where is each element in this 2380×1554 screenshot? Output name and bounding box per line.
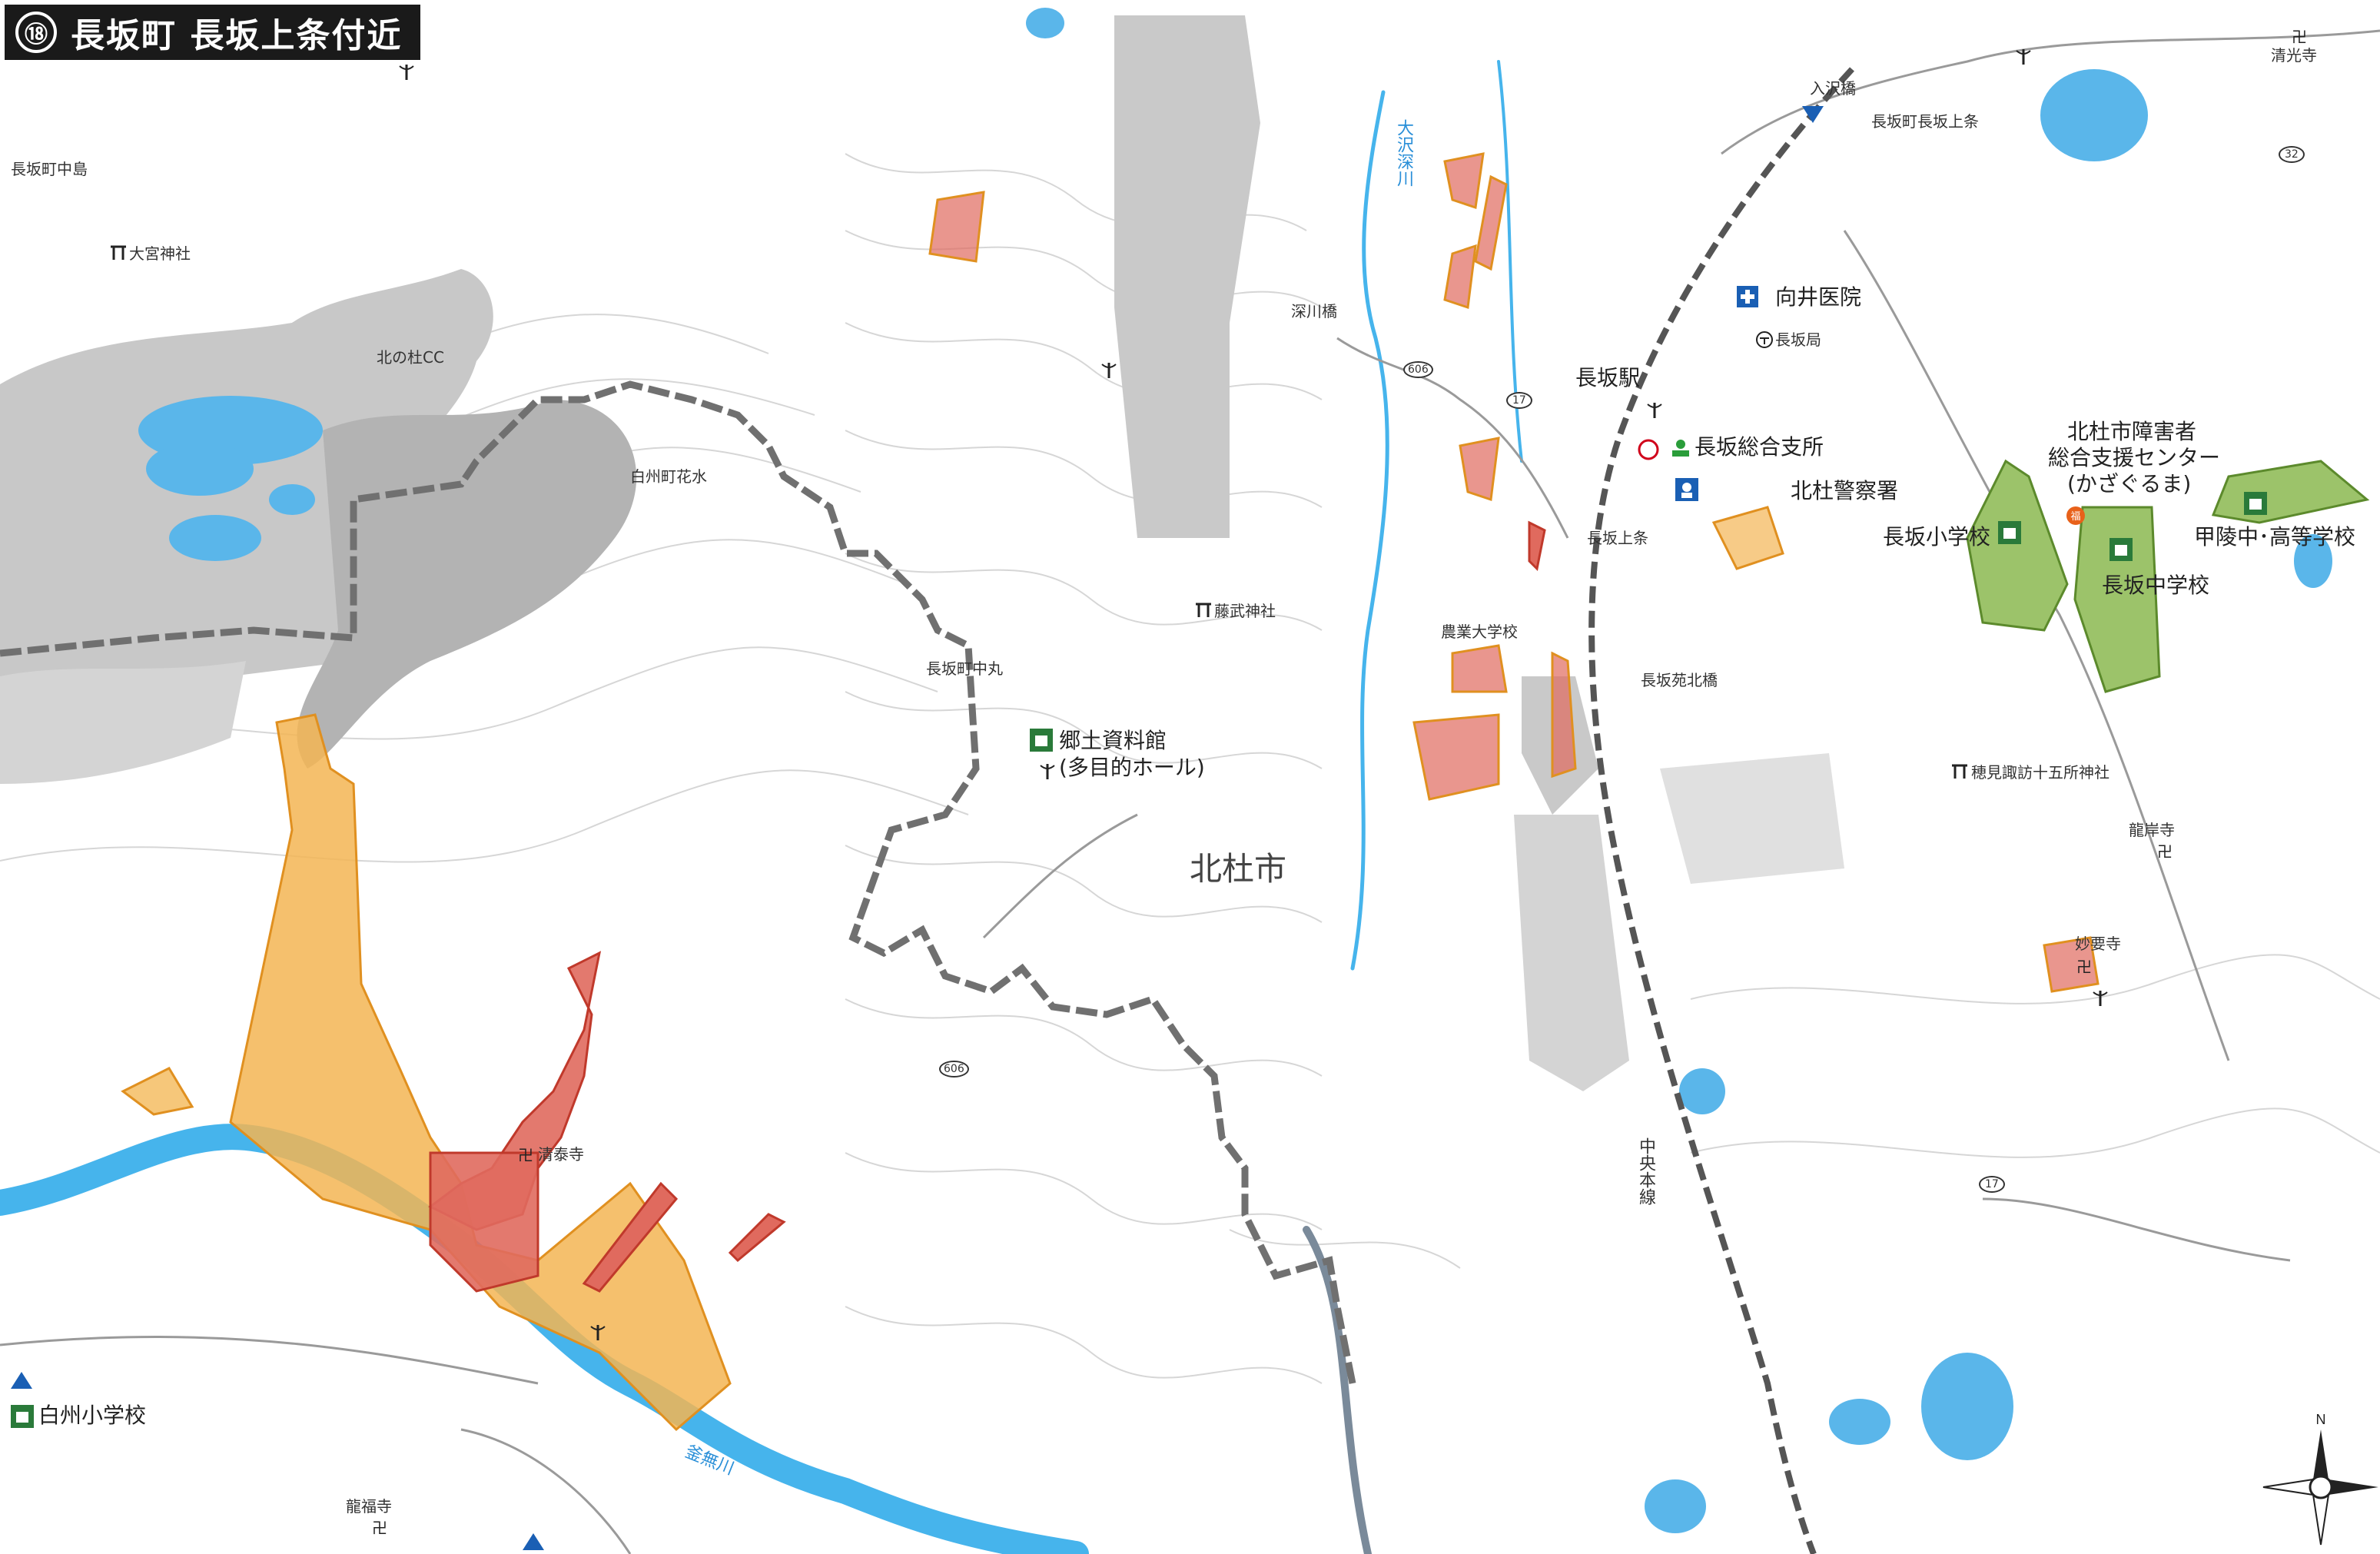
antenna-icon bbox=[399, 65, 414, 80]
manji-icon: 卍 bbox=[518, 1146, 533, 1164]
svg-text:卍: 卍 bbox=[518, 1146, 533, 1164]
municipal-boundary bbox=[0, 380, 1356, 1384]
place-label: 白州町花水 bbox=[630, 467, 707, 486]
built-area bbox=[1114, 15, 1844, 1091]
bridge-label: 深川橋 bbox=[1291, 302, 1337, 320]
hazard-zones bbox=[121, 152, 2100, 1432]
svg-text:N: N bbox=[2316, 1412, 2326, 1427]
svg-text:卍: 卍 bbox=[2157, 842, 2173, 860]
map-number: ⑱ bbox=[15, 12, 57, 53]
route-606-shield: 606 bbox=[939, 1061, 969, 1078]
facility-label: (かざぐるま) bbox=[2067, 471, 2192, 496]
rivers bbox=[0, 60, 1523, 1554]
branch-office-label: 長坂総合支所 bbox=[1695, 434, 1824, 460]
police-icon bbox=[1675, 478, 1698, 501]
school-label: 甲陵中･高等学校 bbox=[2194, 524, 2356, 550]
torii-icon bbox=[1952, 764, 1967, 779]
place-label: 長坂町中島 bbox=[11, 160, 88, 178]
antenna-icon bbox=[2016, 49, 2031, 65]
triangle-icon bbox=[11, 1372, 32, 1389]
svg-text:福: 福 bbox=[2070, 511, 2080, 523]
route-32-shield: 32 bbox=[2279, 146, 2305, 163]
svg-text:卍: 卍 bbox=[2076, 958, 2092, 975]
manji-icon: 卍 bbox=[372, 1519, 387, 1536]
antenna-icon bbox=[1647, 403, 1662, 418]
museum-label: 郷土資料館 bbox=[1059, 728, 1167, 753]
manji-icon: 卍 bbox=[2076, 958, 2092, 975]
bridge-label: 長坂苑北橋 bbox=[1641, 671, 1718, 689]
river-label: 大沢深川 bbox=[1394, 119, 1413, 187]
school-icon bbox=[2109, 538, 2133, 561]
school-icon bbox=[2244, 492, 2267, 515]
facility-label: 北杜市障害者 bbox=[2067, 419, 2197, 444]
contour-lines bbox=[0, 153, 2380, 1384]
svg-text:卍: 卍 bbox=[2292, 28, 2307, 45]
route-606-shield: 606 bbox=[1403, 361, 1433, 378]
post-office-label: 長坂局 bbox=[1775, 330, 1821, 349]
school-icon bbox=[1998, 521, 2021, 544]
map-title-text: 長坂町 長坂上条付近 bbox=[71, 16, 403, 55]
temple-label: 妙要寺 bbox=[2075, 935, 2121, 953]
bridge-label: 入沢橋 bbox=[1810, 79, 1856, 98]
golf-course-area bbox=[0, 269, 637, 784]
hospital-label: 向井医院 bbox=[1775, 284, 1862, 310]
antenna-icon bbox=[2093, 991, 2108, 1006]
railway-line bbox=[1588, 67, 1854, 1554]
school-label: 農業大学校 bbox=[1441, 623, 1518, 641]
temple-label: 清泰寺 bbox=[538, 1145, 584, 1164]
manji-icon: 卍 bbox=[2292, 28, 2307, 45]
shrine-label: 大宮神社 bbox=[129, 244, 191, 263]
temple-label: 龍岸寺 bbox=[2129, 821, 2175, 839]
golf-club-label: 北の杜CC bbox=[377, 348, 444, 367]
museum-sublabel: (多目的ホール) bbox=[1059, 755, 1205, 780]
shrine-label: 藤武神社 bbox=[1214, 602, 1276, 620]
antenna-icon bbox=[1040, 764, 1055, 779]
post-office-icon bbox=[1756, 331, 1773, 348]
place-label: 長坂上条 bbox=[1587, 529, 1648, 547]
roads bbox=[0, 29, 2380, 1554]
facility-label: 総合支援センター bbox=[2048, 445, 2221, 470]
torii-icon bbox=[1196, 603, 1211, 617]
triangle-icon bbox=[523, 1533, 544, 1550]
triangle-icon bbox=[1802, 106, 1824, 123]
temple-label: 龍福寺 bbox=[346, 1497, 392, 1516]
school-icon bbox=[11, 1405, 34, 1428]
ponds bbox=[1026, 8, 2332, 1533]
north-arrow-icon: N bbox=[2262, 1412, 2378, 1546]
city-label: 北杜市 bbox=[1190, 850, 1287, 888]
antenna-icon bbox=[1101, 363, 1117, 378]
station-label: 長坂駅 bbox=[1575, 365, 1641, 390]
police-label: 北杜警察署 bbox=[1791, 478, 1899, 503]
school-label: 長坂小学校 bbox=[1883, 524, 1991, 550]
svg-text:卍: 卍 bbox=[372, 1519, 387, 1536]
torii-icon bbox=[111, 245, 126, 260]
manji-icon: 卍 bbox=[2157, 842, 2173, 860]
school-label: 長坂中学校 bbox=[2102, 573, 2210, 598]
evacuation-icon bbox=[1672, 440, 1689, 457]
school-icon bbox=[1030, 729, 1053, 752]
route-17-shield: 17 bbox=[1979, 1176, 2005, 1193]
welfare-icon: 福 bbox=[2066, 506, 2085, 525]
place-label: 長坂町長坂上条 bbox=[1871, 112, 1979, 131]
shrine-label: 穂見諏訪十五所神社 bbox=[1971, 763, 2109, 782]
place-label: 長坂町中丸 bbox=[926, 659, 1003, 678]
route-17-shield: 17 bbox=[1506, 392, 1532, 409]
government-office-icon bbox=[1638, 439, 1659, 460]
antenna-icon bbox=[590, 1325, 606, 1340]
hospital-icon bbox=[1737, 286, 1758, 307]
railway-label: 中央本線 bbox=[1636, 1137, 1655, 1205]
school-zones bbox=[1966, 459, 2370, 693]
map-title: ⑱ 長坂町 長坂上条付近 bbox=[5, 5, 421, 60]
temple-label: 清光寺 bbox=[2271, 46, 2317, 65]
school-label: 白州小学校 bbox=[38, 1403, 147, 1428]
